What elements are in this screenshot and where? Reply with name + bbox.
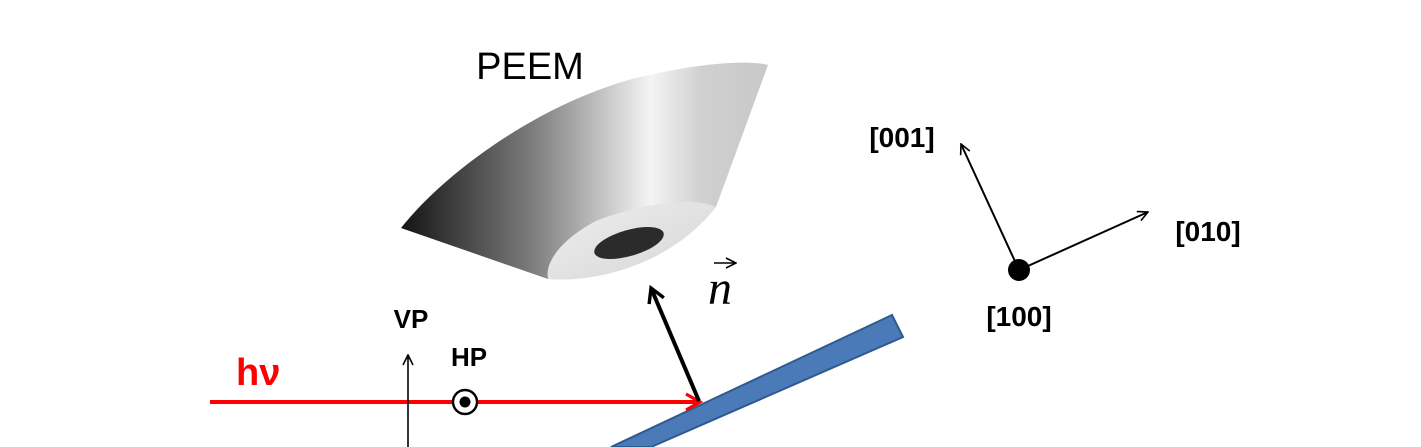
vp-label: VP xyxy=(394,304,429,334)
axis-001-arrow xyxy=(961,144,1020,271)
axis-010-label: [010] xyxy=(1175,216,1240,247)
normal-vector-symbol: n xyxy=(708,262,736,315)
peem-lens-aperture xyxy=(594,227,664,259)
axis-100-dot-icon xyxy=(1008,259,1030,281)
sample-surface xyxy=(610,313,905,447)
axis-001-label: [001] xyxy=(869,122,934,153)
peem-lens xyxy=(401,62,768,280)
hp-label: HP xyxy=(451,342,487,372)
hp-out-of-plane-icon xyxy=(451,388,479,416)
surface-normal-arrow xyxy=(647,284,701,402)
peem-lens-body xyxy=(401,62,768,279)
crystal-axes: [001] [010] [100] xyxy=(869,122,1240,332)
photon-label: hν xyxy=(236,352,280,394)
axis-100-label: [100] xyxy=(986,301,1051,332)
normal-vector-label: n xyxy=(708,262,732,315)
peem-label: PEEM xyxy=(476,46,584,88)
axis-010-arrow xyxy=(1018,212,1148,271)
